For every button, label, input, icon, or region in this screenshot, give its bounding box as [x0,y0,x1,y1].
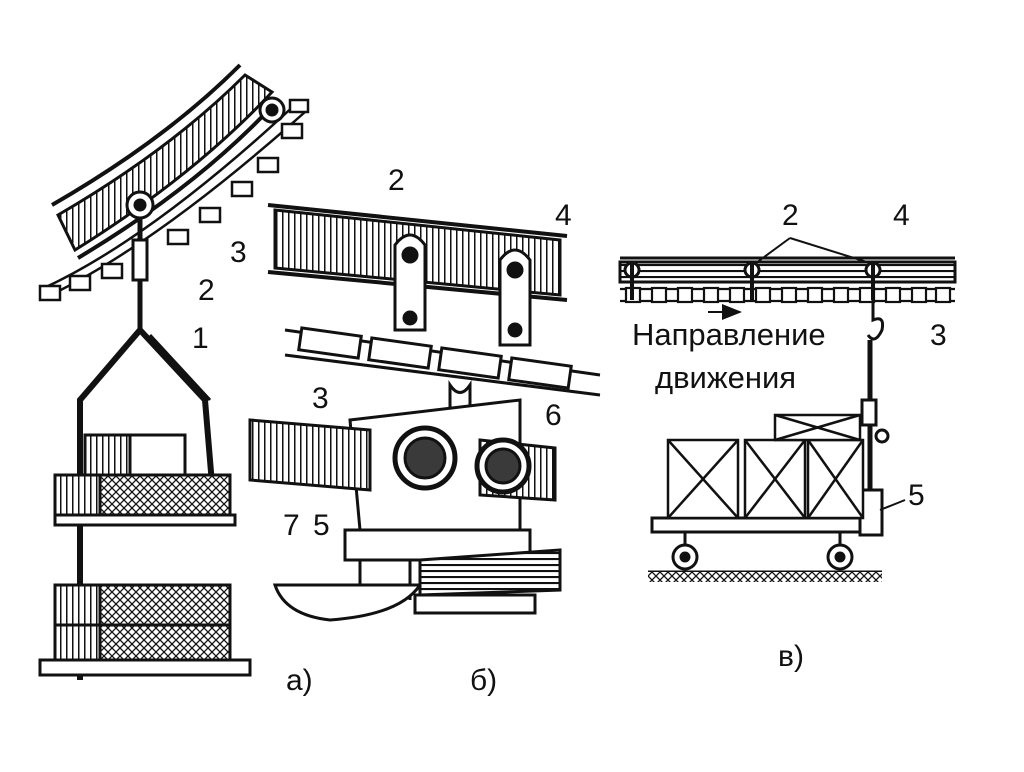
cart-platform [650,516,882,534]
caption-c: в) [778,640,804,673]
direction-text-line1: Направление [632,317,826,352]
label-a-3: 3 [230,236,247,269]
label-b-5: 5 [313,509,330,542]
panel-b [248,203,601,622]
floor [648,572,882,582]
curved-track [56,73,275,253]
label-a-2: 2 [198,274,215,307]
panel-a [38,63,310,680]
straight-track [618,260,957,284]
label-a-1: 1 [192,322,209,355]
label-b-3: 3 [312,382,329,415]
label-b-2: 2 [388,164,405,197]
panel-c [618,237,957,582]
label-c-3: 3 [930,319,947,352]
lower-track [248,418,372,492]
label-c-5: 5 [908,479,925,512]
label-b-7: 7 [283,509,300,542]
labels: 1 2 3 а) 2 4 3 6 7 5 б) 2 4 3 5 Направле… [192,164,947,697]
label-b-6: 6 [545,399,562,432]
cart-boxes [666,413,865,520]
label-c-4: 4 [893,199,910,232]
caption-a: а) [286,664,313,697]
label-b-4: 4 [555,199,572,232]
chain-b [284,326,601,397]
chain-c [620,286,955,304]
direction-text-line2: движения [655,360,796,395]
pusher-shoe [272,583,423,622]
label-c-2: 2 [782,199,799,232]
chain-a [38,98,310,302]
caption-b: б) [470,664,497,697]
